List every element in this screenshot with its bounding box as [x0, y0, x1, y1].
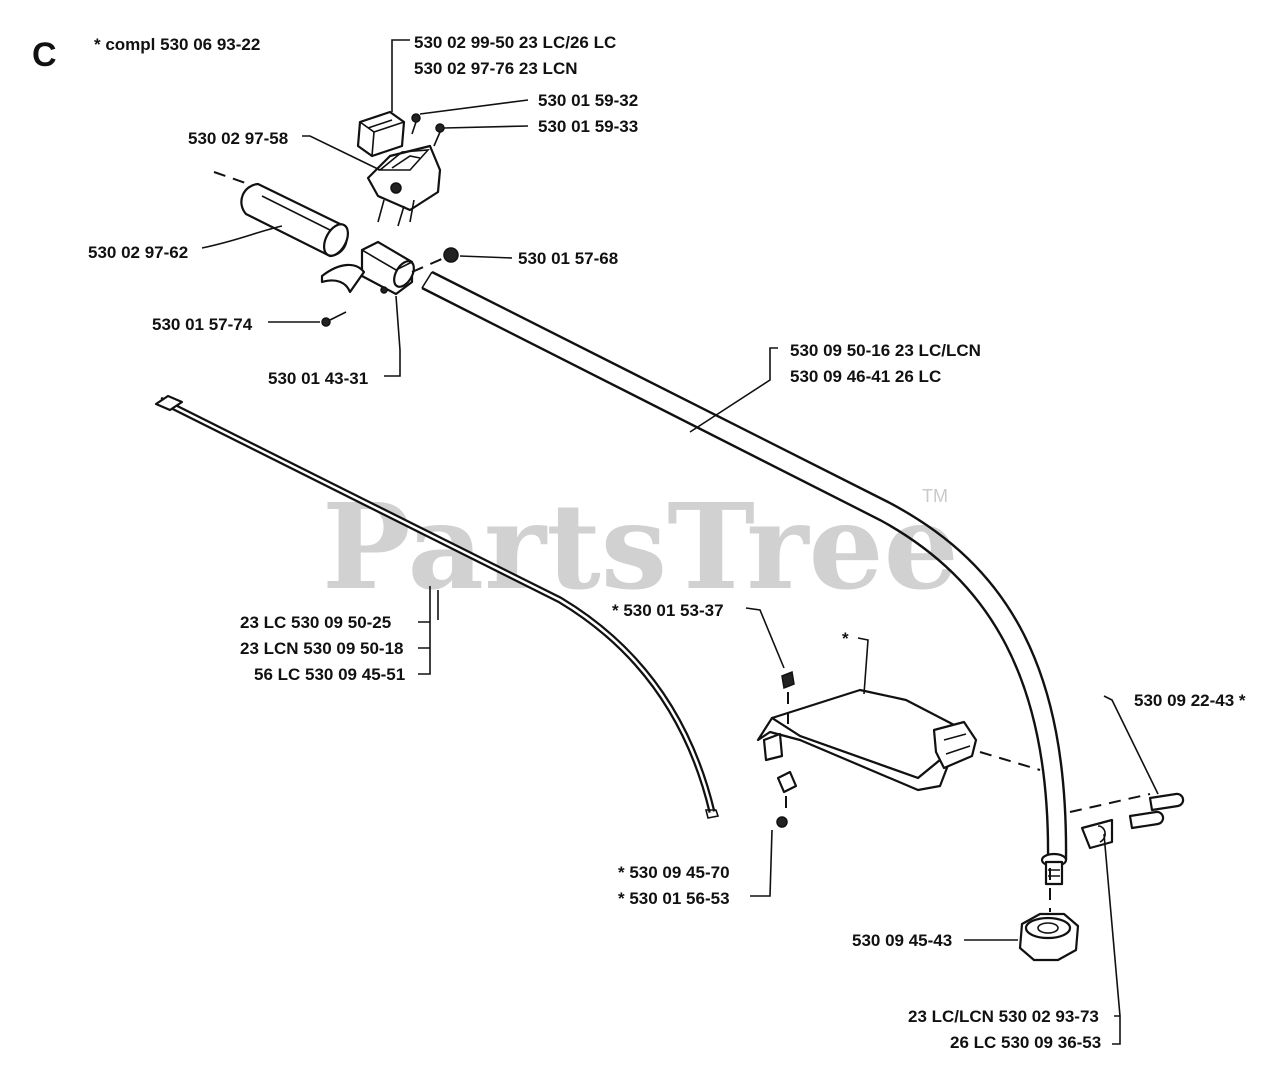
label-guard-star: *	[842, 629, 849, 648]
label-bolt-right: 530 09 22-43 *	[1134, 691, 1246, 710]
bolt-part	[1128, 792, 1185, 830]
label-clamp-2: 26 LC 530 09 36-53	[950, 1033, 1101, 1052]
leader-lines	[201, 39, 1159, 1045]
label-guard-nut-2: * 530 01 56-53	[618, 889, 730, 908]
guard-nut-part	[776, 770, 798, 828]
label-screw-trigger: 530 01 57-74	[152, 315, 253, 334]
watermark-trademark: TM	[922, 486, 948, 506]
label-screw-2: 530 01 59-33	[538, 117, 638, 136]
main-tube-part	[421, 270, 1068, 886]
label-compl: * compl 530 06 93-22	[94, 35, 260, 54]
trigger-screw-part	[321, 311, 347, 327]
label-housing: 530 02 97-58	[188, 129, 288, 148]
label-trigger-housing: 530 01 43-31	[268, 369, 368, 388]
screw-small-part	[411, 113, 445, 147]
label-shaft-1: 23 LC 530 09 50-25	[240, 613, 391, 632]
section-letter: C	[32, 36, 57, 74]
drive-shaft-part	[154, 394, 720, 819]
handle-grip-part	[240, 182, 350, 258]
label-nut-small: 530 01 57-68	[518, 249, 618, 268]
small-nut-part	[443, 247, 459, 263]
trigger-housing-part	[320, 240, 415, 296]
label-top-block-1: 530 02 99-50 23 LC/26 LC	[414, 33, 616, 52]
watermark-text: PartsTree	[322, 477, 959, 616]
label-shaft-3: 56 LC 530 09 45-51	[254, 665, 405, 684]
label-guard-nut-1: * 530 09 45-70	[618, 863, 730, 882]
housing-part	[366, 144, 442, 227]
guard-screw-part	[781, 670, 795, 724]
label-tube-2: 530 09 46-41 26 LC	[790, 367, 941, 386]
label-guard-screw: * 530 01 53-37	[612, 601, 724, 620]
grip-axis-line	[213, 171, 255, 187]
label-top-block-2: 530 02 97-76 23 LCN	[414, 59, 578, 78]
label-handle-grip: 530 02 97-62	[88, 243, 188, 262]
switch-block-part	[356, 110, 406, 158]
nut-axis-line	[411, 257, 445, 273]
label-head-nut: 530 09 45-43	[852, 931, 952, 950]
label-tube-1: 530 09 50-16 23 LC/LCN	[790, 341, 981, 360]
label-shaft-2: 23 LCN 530 09 50-18	[240, 639, 404, 658]
label-screw-1: 530 01 59-32	[538, 91, 638, 110]
head-nut-part	[1018, 912, 1080, 962]
label-clamp-1: 23 LC/LCN 530 02 93-73	[908, 1007, 1099, 1026]
guard-part	[756, 688, 1041, 792]
